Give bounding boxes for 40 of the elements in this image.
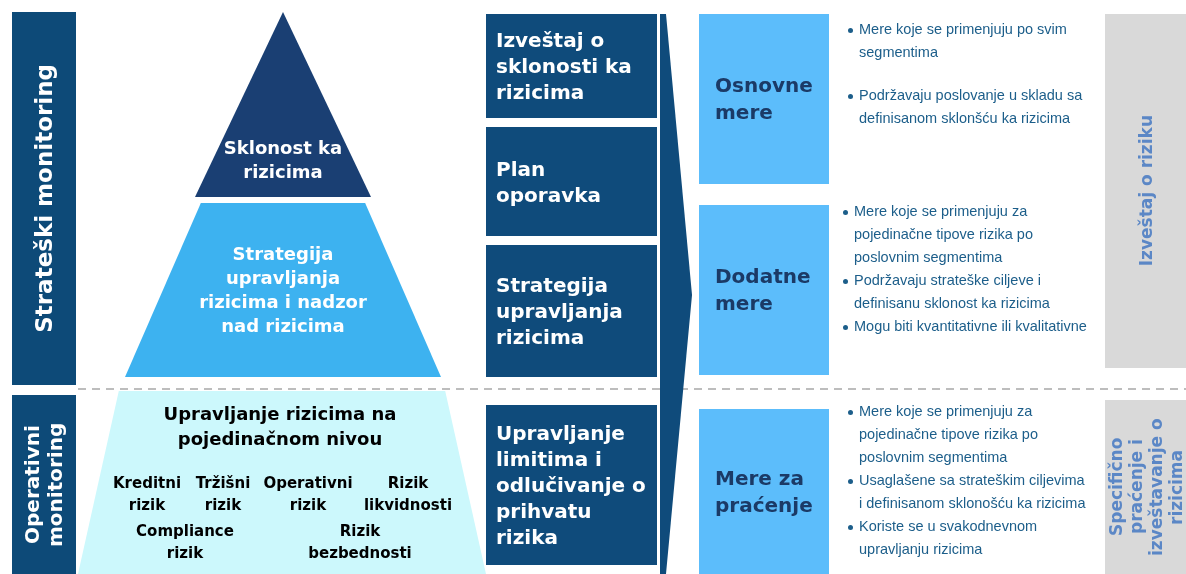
box (699, 205, 829, 375)
band-label: Operativni monitoring (21, 421, 67, 549)
box (699, 409, 829, 574)
risk-type-label: Rizik bezbednosti (307, 521, 413, 564)
bullet-text: Mere koje se primenjuju za pojedinačne tipove rizika po poslovnim segmentima (859, 403, 1038, 465)
pyramid-tier (78, 391, 486, 574)
box (486, 127, 657, 236)
bullet-text: Mogu biti kvantitativne ili kvalitativne (854, 318, 1087, 334)
box (486, 14, 657, 118)
box (699, 14, 829, 184)
box (486, 405, 657, 565)
band-label: Izveštaj o riziku (1135, 115, 1156, 267)
tier-heading: Upravljanje rizicima na pojedinačnom nivou (162, 402, 398, 451)
box-label: Mere za praćenje (715, 464, 813, 519)
box-label: Plan oporavka (496, 155, 602, 208)
band-label: Specifično praćenje i izveštavanje o rizicima (1105, 417, 1186, 558)
bullet-text: Usaglašene sa strateškim ciljevima i definisanom sklonošću ka rizicima (859, 472, 1086, 511)
risk-type-label: Tržišni rizik (194, 473, 252, 516)
risk-type-label: Kreditni rizik (111, 473, 183, 516)
box-label: Dodatne mere (715, 263, 812, 317)
band (1105, 400, 1186, 574)
band-label: Strateški monitoring (31, 64, 57, 333)
band (1105, 14, 1186, 368)
box (486, 245, 657, 377)
bullet-text: Mere koje se primenjuju po svim segmentima (859, 21, 1067, 60)
bullet-text: Mere koje se primenjuju za pojedinačne tipove rizika po poslovnim segmentima (854, 203, 1033, 265)
band (12, 395, 76, 574)
box-label: Sklonost ka rizicima (222, 135, 344, 184)
risk-type-label: Rizik likvidnosti (362, 473, 454, 516)
box-label: Osnovne mere (715, 72, 813, 126)
risk-type-label: Compliance rizik (135, 521, 235, 564)
box-label: Upravljanje limitima i odlučivanje o prihvatu rizika (496, 420, 647, 550)
box-label: Strategija upravljanja rizicima (496, 272, 624, 350)
band (12, 12, 76, 385)
bullet-text: Podržavaju poslovanje u skladu sa definisanom sklonšću ka rizicima (859, 87, 1083, 126)
bullet-text: Podržavaju strateške ciljeve i definisanu sklonost ka rizicima (854, 272, 1050, 311)
box-label: Strategija upravljanja rizicima i nadzor nad rizicima (198, 242, 368, 338)
bullet-text: Koriste se u svakodnevnom upravljanju rizicima (859, 518, 1038, 557)
box-label: Izveštaj o sklonosti ka rizicima (496, 27, 633, 105)
risk-type-label: Operativni rizik (262, 473, 354, 516)
